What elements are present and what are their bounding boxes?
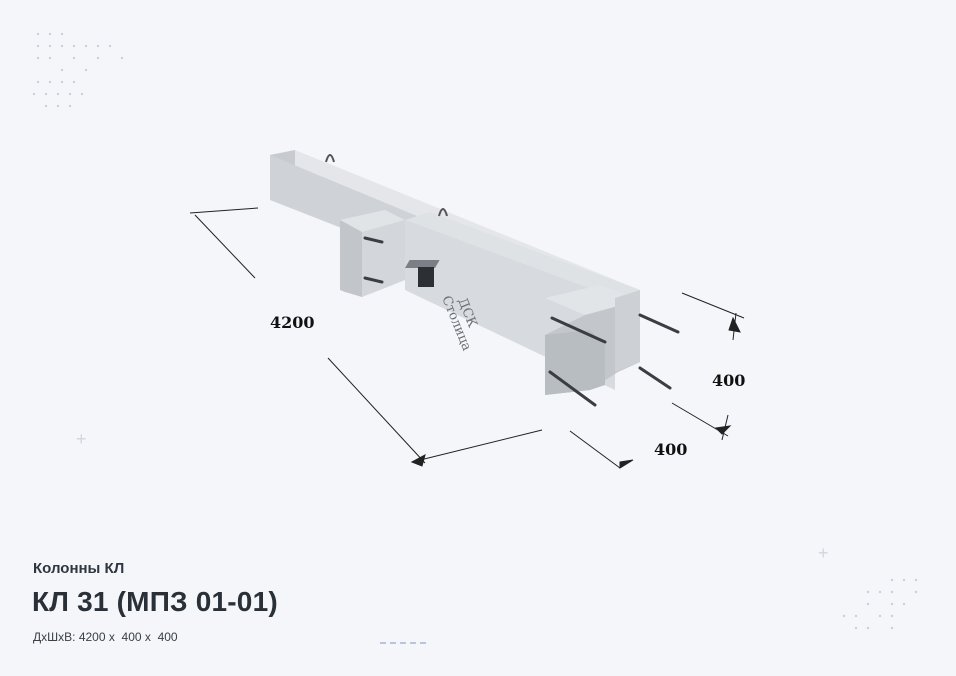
column-body-top bbox=[405, 212, 640, 298]
decorative-dots-bottom-right bbox=[842, 578, 918, 630]
product-category: Колонны КЛ bbox=[33, 560, 125, 577]
dims-length: 4200 bbox=[78, 630, 106, 644]
dimension-length-label: 4200 bbox=[270, 313, 315, 332]
right-bracket-top bbox=[545, 285, 640, 315]
product-dimensions: ДхШхВ: 4200 x 400 x 400 bbox=[33, 630, 178, 644]
decorative-dash-line bbox=[380, 642, 426, 644]
plus-decoration-icon: + bbox=[76, 429, 87, 449]
dims-height: 400 bbox=[157, 630, 178, 644]
dims-sep-2: x bbox=[141, 630, 155, 644]
dims-prefix: ДхШхВ: bbox=[33, 630, 76, 644]
corbel-top-face bbox=[340, 210, 405, 232]
product-title[interactable]: КЛ 31 (МПЗ 01-01) bbox=[32, 586, 278, 617]
right-end-side bbox=[615, 290, 640, 372]
dims-width: 400 bbox=[121, 630, 142, 644]
corbel-side-face bbox=[362, 220, 405, 297]
dimension-height-label: 400 bbox=[712, 371, 745, 390]
decorative-dots-top-left bbox=[32, 32, 124, 108]
lifting-loop-icon bbox=[438, 208, 448, 217]
rebar-group bbox=[363, 236, 680, 407]
right-end-lower-face bbox=[545, 330, 605, 395]
corbel-front-face bbox=[340, 220, 362, 297]
dimension-lines bbox=[189, 207, 745, 469]
product-image: ДСК Столица 4200 400 400 bbox=[150, 100, 800, 520]
plus-decoration-icon: + bbox=[818, 543, 829, 563]
embedded-plate-top bbox=[405, 260, 440, 268]
embedded-plate-side bbox=[418, 267, 434, 287]
column-drawing: ДСК Столица 4200 400 400 bbox=[189, 150, 745, 469]
dims-sep-1: x bbox=[105, 630, 119, 644]
lifting-loop-icon bbox=[325, 154, 335, 163]
dimension-width-label: 400 bbox=[654, 440, 687, 459]
